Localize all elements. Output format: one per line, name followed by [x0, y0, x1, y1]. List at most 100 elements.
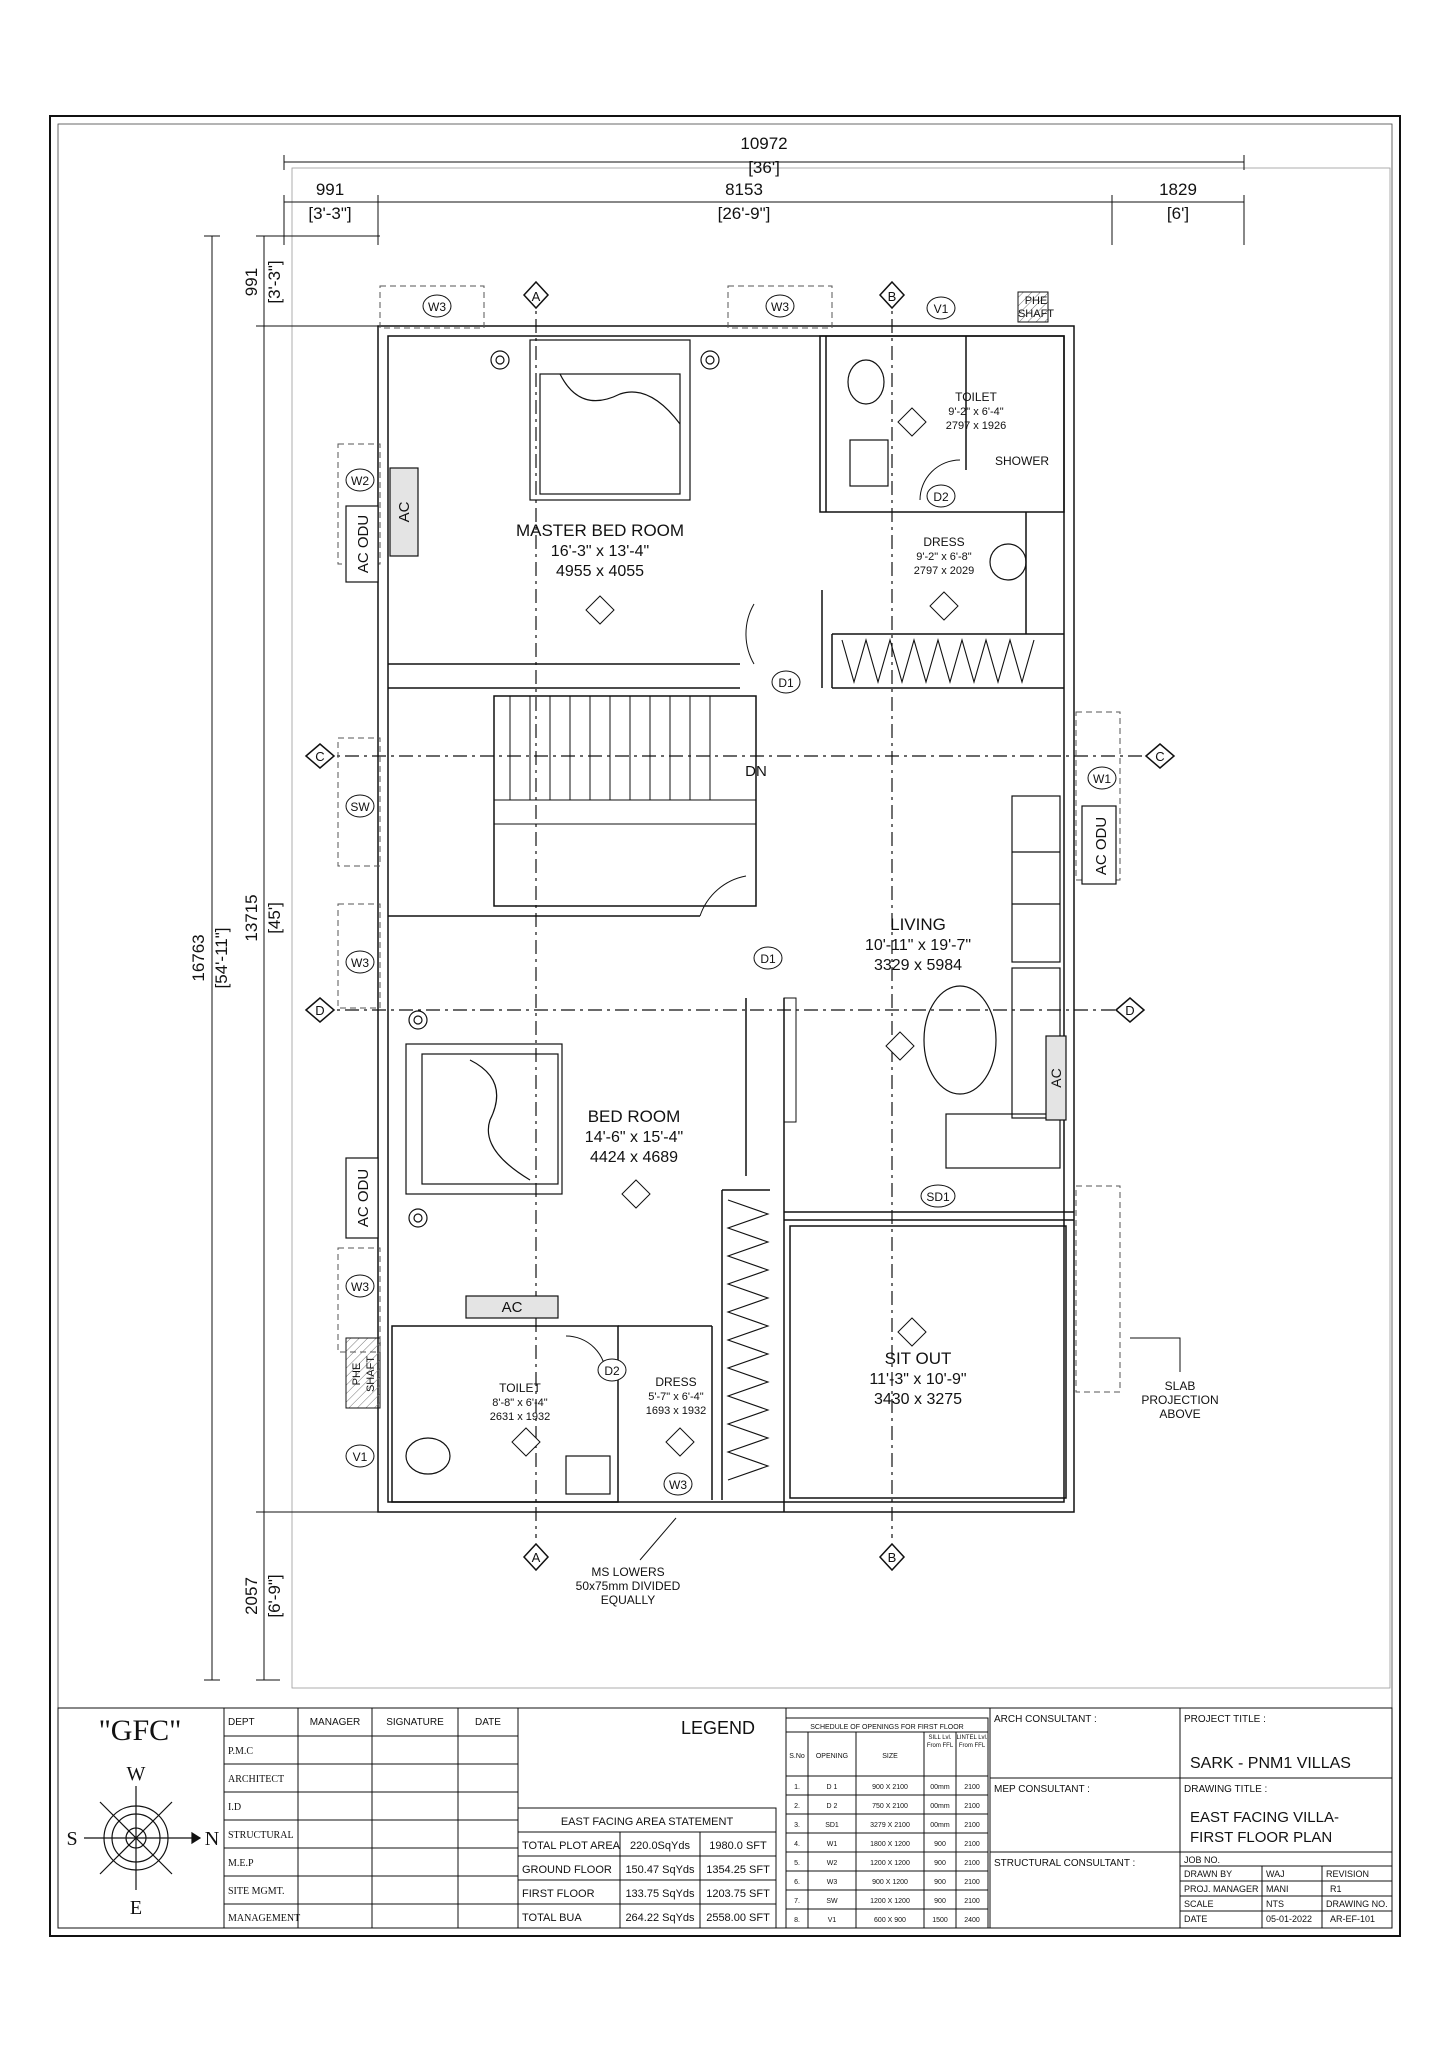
room-toilet-bottom-size-ft: 8'-8" x 6'-4" — [492, 1397, 548, 1409]
schedule-cell: 8. — [794, 1917, 800, 1924]
slab-leader — [1130, 1337, 1181, 1372]
schedule-cell: 900 — [934, 1841, 946, 1848]
grid-a-bottom — [522, 1542, 550, 1572]
area-label-3: TOTAL BUA — [522, 1912, 582, 1924]
room-toilet-top-size-ft: 9'-2" x 6'-4" — [948, 406, 1004, 418]
room-master-bed-name: MASTER BED ROOM — [516, 521, 684, 540]
tag-w3-bottom: W3 — [669, 1478, 687, 1492]
grid-label-a-top: A — [532, 289, 541, 304]
arch-consultant-label: ARCH CONSULTANT : — [994, 1714, 1097, 1725]
drawing-no-label: DRAWING NO. — [1326, 1899, 1388, 1909]
outer-wall — [377, 325, 1075, 1513]
schedule-cell: D 2 — [827, 1803, 838, 1810]
room-bed-size-mm: 4424 x 4689 — [590, 1149, 678, 1166]
title-block-frame — [57, 1707, 1393, 1929]
room-sit-out-size-mm: 3430 x 3275 — [874, 1391, 962, 1408]
phe-label-bottom: PHE — [351, 1363, 363, 1386]
grid-label-b-top: B — [888, 289, 897, 304]
dim-overall-height: 16763 — [189, 934, 208, 981]
walls — [377, 325, 1075, 1513]
gfc-stamp: "GFC" — [99, 1714, 182, 1747]
ac-odu-label-living: AC ODU — [1093, 817, 1110, 875]
area-label-2: FIRST FLOOR — [522, 1888, 595, 1900]
sched-hdr-size: SIZE — [882, 1753, 898, 1760]
schedule-cell: 5. — [794, 1860, 800, 1867]
phe-shaft-top — [1017, 291, 1049, 323]
area-statement-title: EAST FACING AREA STATEMENT — [561, 1816, 734, 1828]
grid-c-left — [304, 743, 336, 769]
dept-site-mgmt: SITE MGMT. — [228, 1886, 284, 1897]
schedule-cell: 00mm — [930, 1822, 950, 1829]
grid-d-left — [304, 997, 336, 1023]
schedule-cell: 900 X 2100 — [872, 1784, 908, 1791]
ac-label-bed: AC — [502, 1299, 523, 1316]
outer-wall-inner — [387, 335, 1065, 1503]
sched-hdr-sill: SILL Lvl. From FFL — [927, 1735, 953, 1749]
dim-bottom-offset-ft: [6'-9"] — [265, 1574, 284, 1617]
schedule-cell: 00mm — [930, 1784, 950, 1791]
area-sft-2: 1203.75 SFT — [706, 1888, 770, 1900]
schedule-cell: 900 — [934, 1898, 946, 1905]
grid-b-top — [878, 280, 906, 310]
tag-d2-top: D2 — [933, 490, 949, 504]
grid-bubbles — [304, 280, 1176, 1572]
dept-architect: ARCHITECT — [228, 1774, 284, 1785]
opening-tag-outlines — [345, 294, 1117, 1496]
sched-hdr-lintel: LINTEL Lvl. From FFL — [956, 1735, 987, 1749]
grid-lines — [318, 292, 1146, 1538]
tag-d1-bed: D1 — [760, 952, 776, 966]
outer-border — [49, 115, 1401, 1937]
room-dress-bottom-size-ft: 5'-7" x 6'-4" — [648, 1391, 704, 1403]
dept-pmc: P.M.C — [228, 1746, 253, 1757]
area-sqyd-1: 150.47 SqYds — [625, 1864, 695, 1876]
room-bed-size-ft: 14'-6" x 15'-4" — [585, 1129, 683, 1146]
room-sit-out-name: SIT OUT — [885, 1349, 952, 1368]
hdr-manager: MANAGER — [310, 1717, 361, 1728]
phe-shaft-bottom — [345, 1337, 381, 1409]
compass-s: S — [66, 1828, 77, 1850]
dim-middle-width: 8153 — [725, 180, 763, 199]
master-bed-icon — [490, 339, 720, 501]
schedule-cell: 2100 — [964, 1860, 980, 1867]
inner-border — [57, 123, 1393, 1929]
top-dimensions — [283, 155, 1245, 245]
dim-left-offset-ft: [3'-3"] — [308, 204, 351, 223]
ms-lowers-leader — [639, 1517, 677, 1561]
staircase-outline — [493, 695, 757, 907]
shaft-label-bottom: SHAFT — [365, 1356, 377, 1392]
mep-consultant-label: MEP CONSULTANT : — [994, 1784, 1090, 1795]
grid-label-c-right: C — [1155, 749, 1164, 764]
tag-w3-top-mid: W3 — [771, 300, 789, 314]
toilet-top-walls — [819, 335, 1065, 513]
compass-w: W — [127, 1763, 146, 1785]
date-label: DATE — [1184, 1914, 1207, 1924]
compass-e: E — [130, 1897, 142, 1919]
dim-top-offset-ft: [3'-3"] — [265, 260, 284, 303]
area-sft-1: 1354.25 SFT — [706, 1864, 770, 1876]
schedule-cell: 4. — [794, 1841, 800, 1848]
left-dimensions — [204, 235, 380, 1681]
grid-b-bottom — [878, 1542, 906, 1572]
sched-hdr-opening: OPENING — [816, 1753, 848, 1760]
tag-d1-master: D1 — [778, 676, 794, 690]
tag-w3-top-left: W3 — [428, 300, 446, 314]
hdr-date: DATE — [475, 1717, 501, 1728]
date-value: 05-01-2022 — [1266, 1914, 1312, 1924]
note-ms-lowers-1: MS LOWERS — [591, 1565, 664, 1579]
note-ms-lowers-3: EQUALLY — [601, 1593, 655, 1607]
schedule-title: SCHEDULE OF OPENINGS FOR FIRST FLOOR — [810, 1724, 964, 1731]
drawing-title-line2: FIRST FLOOR PLAN — [1190, 1829, 1332, 1846]
area-sqyd-3: 264.22 SqYds — [625, 1912, 695, 1924]
tag-w3-left-low: W3 — [351, 1280, 369, 1294]
schedule-cell: W1 — [827, 1841, 838, 1848]
pm-value: MANI — [1266, 1884, 1289, 1894]
dept-structural: STRUCTURAL — [228, 1830, 294, 1841]
area-sft-3: 2558.00 SFT — [706, 1912, 770, 1924]
phe-label-top: PHE — [1025, 295, 1048, 307]
tag-sw: SW — [350, 800, 370, 814]
area-sqyd-2: 133.75 SqYds — [625, 1888, 695, 1900]
revision-label: REVISION — [1326, 1869, 1369, 1879]
dept-mep: M.E.P — [228, 1858, 254, 1869]
schedule-cell: SW — [826, 1898, 838, 1905]
ac-odu-label-bed: AC ODU — [355, 1169, 372, 1227]
